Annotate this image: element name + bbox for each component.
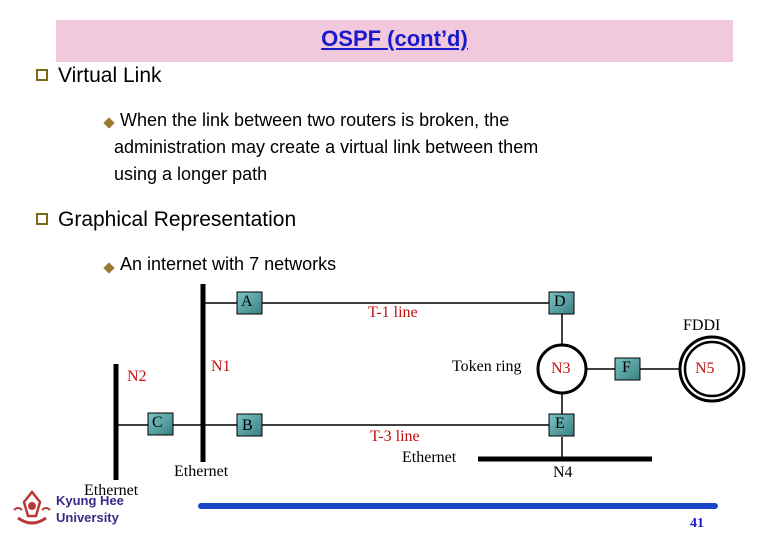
ethernet-n2-label: Ethernet (84, 482, 139, 499)
footer-divider (198, 503, 718, 509)
token-ring-label: Token ring (452, 358, 522, 375)
n5-label: N5 (695, 360, 715, 377)
n2-label: N2 (127, 368, 147, 385)
router-a-label: A (241, 293, 253, 310)
section-heading-virtual-link: Virtual Link (58, 64, 162, 87)
router-f-label: F (622, 359, 631, 376)
university-name-line-1: Kyung Hee (56, 493, 124, 508)
bullet-line-1: When the link between two routers is bro… (120, 110, 510, 130)
bullet-line-2: administration may create a virtual link… (114, 137, 539, 157)
router-b-icon (236, 413, 263, 437)
n1-label: N1 (211, 358, 231, 375)
n3-label: N3 (551, 360, 571, 377)
router-c-label: C (152, 414, 163, 431)
router-b-label: B (242, 417, 253, 434)
router-e-icon (548, 413, 575, 437)
ethernet-n4-label: Ethernet (402, 449, 457, 466)
checkbox-bullet-icon (36, 69, 48, 81)
router-d-icon (548, 291, 575, 315)
checkbox-bullet-icon (36, 213, 48, 225)
router-e-label: E (555, 415, 565, 432)
n3-token-ring (536, 343, 588, 395)
t1-line-label: T-1 line (368, 304, 418, 321)
n5-fddi-inner-ring (683, 340, 741, 398)
page-number: 41 (690, 516, 704, 531)
university-name: Kyung Hee University (56, 492, 124, 526)
router-d-label: D (554, 293, 566, 310)
slide-title: OSPF (cont’d) (321, 26, 468, 51)
university-name-line-2: University (56, 510, 119, 525)
t3-line-label: T-3 line (370, 428, 420, 445)
n5-fddi-outer-ring (678, 335, 746, 403)
fddi-label: FDDI (683, 317, 721, 334)
section-heading-graphical: Graphical Representation (58, 208, 297, 231)
router-f-icon (614, 357, 641, 381)
n4-label: N4 (553, 464, 573, 481)
ethernet-n1-label: Ethernet (174, 463, 229, 480)
university-logo-icon (13, 489, 51, 525)
router-c-icon (147, 412, 174, 436)
bullet-line-networks: An internet with 7 networks (120, 254, 337, 274)
title-bar (56, 20, 733, 62)
bullet-line-3: using a longer path (114, 164, 268, 184)
router-a-icon (236, 291, 263, 315)
